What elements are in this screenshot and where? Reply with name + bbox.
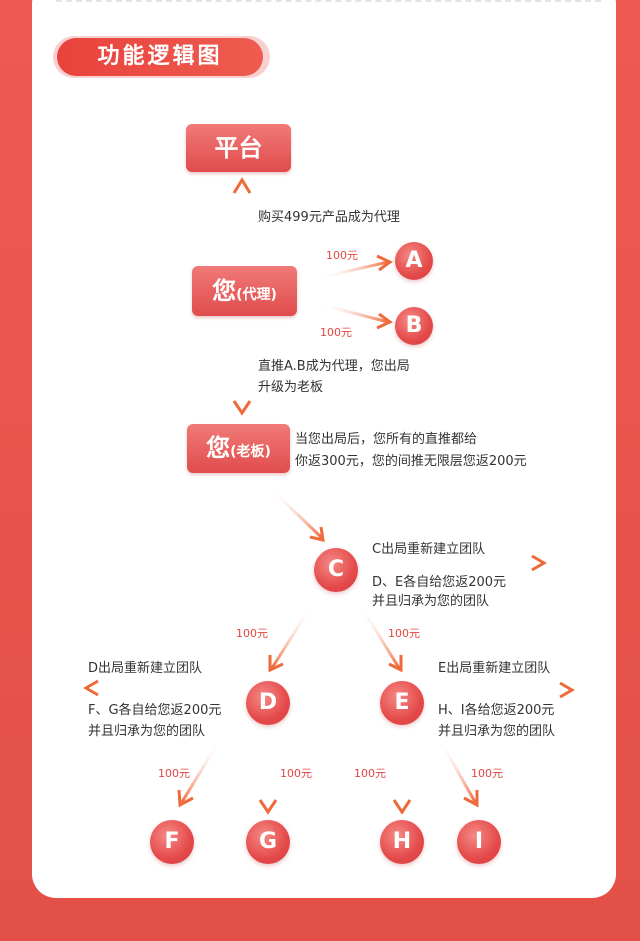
platform-label: 平台 bbox=[214, 134, 263, 162]
node-a: A bbox=[395, 242, 433, 280]
d-gift-text-2: 并且归承为您的团队 bbox=[88, 724, 206, 739]
e-gift-text-1: H、I各给您返200元 bbox=[438, 703, 555, 718]
agent-tag: (代理) bbox=[236, 287, 277, 303]
amount-to-b: 100元 bbox=[320, 326, 352, 339]
node-e: E bbox=[380, 681, 424, 725]
boss-label: 您 bbox=[206, 434, 231, 462]
arrow-agent-to-platform bbox=[232, 177, 252, 258]
promote-text-1: 直推A.B成为代理，您出局 bbox=[258, 359, 410, 374]
dashed-divider bbox=[56, 0, 601, 2]
amount-to-a: 100元 bbox=[326, 249, 358, 262]
amount-to-g: 100元 bbox=[280, 767, 312, 780]
node-a-label: A bbox=[405, 248, 423, 273]
node-h: H bbox=[380, 820, 424, 864]
arrow-boss-to-c bbox=[268, 486, 325, 542]
arrow-agent-to-a bbox=[317, 254, 393, 280]
node-h-label: H bbox=[392, 829, 412, 854]
boss-text-2: 你返300元，您的间推无限层您返200元 bbox=[295, 454, 527, 469]
node-f: F bbox=[150, 820, 194, 864]
content-card bbox=[32, 0, 616, 898]
amount-to-i: 100元 bbox=[471, 767, 503, 780]
arrow-e-to-h bbox=[392, 730, 412, 815]
arrow-d-to-f bbox=[177, 739, 222, 808]
arrow-c-to-e bbox=[358, 604, 403, 673]
d-gift-text-1: F、G各自给您返200元 bbox=[88, 703, 222, 718]
node-c-label: C bbox=[327, 557, 345, 582]
amount-to-f: 100元 bbox=[158, 767, 190, 780]
e-out-text: E出局重新建立团队 bbox=[438, 661, 551, 676]
node-g: G bbox=[246, 820, 290, 864]
boss-box: 您(老板) bbox=[187, 424, 290, 473]
arrow-c-out bbox=[372, 554, 547, 572]
node-e-label: E bbox=[394, 690, 410, 715]
promote-text-2: 升级为老板 bbox=[258, 380, 324, 395]
c-out-text: C出局重新建立团队 bbox=[372, 542, 486, 557]
node-i: I bbox=[457, 820, 501, 864]
agent-box: 您(代理) bbox=[192, 266, 297, 316]
node-d-label: D bbox=[258, 690, 278, 715]
arrow-e-to-i bbox=[438, 739, 479, 808]
agent-label: 您 bbox=[212, 277, 237, 305]
boss-tag: (老板) bbox=[230, 444, 271, 460]
arrow-c-to-d bbox=[268, 604, 314, 673]
node-c: C bbox=[314, 548, 358, 592]
arrow-d-to-g bbox=[258, 730, 278, 815]
node-d: D bbox=[246, 681, 290, 725]
amount-to-h: 100元 bbox=[354, 767, 386, 780]
node-f-label: F bbox=[164, 829, 180, 854]
boss-text-1: 当您出局后，您所有的直推都给 bbox=[295, 432, 478, 447]
e-gift-text-2: 并且归承为您的团队 bbox=[438, 724, 556, 739]
arrow-d-out bbox=[83, 679, 240, 697]
node-b: B bbox=[395, 307, 433, 345]
d-out-text: D出局重新建立团队 bbox=[88, 661, 203, 676]
amount-to-e: 100元 bbox=[388, 627, 420, 640]
node-b-label: B bbox=[405, 313, 423, 338]
amount-to-d: 100元 bbox=[236, 627, 268, 640]
node-i-label: I bbox=[474, 829, 484, 854]
arrow-agent-to-b bbox=[317, 302, 393, 330]
section-title: 功能逻辑图 bbox=[57, 38, 263, 76]
buy-text: 购买499元产品成为代理 bbox=[258, 210, 400, 225]
node-g-label: G bbox=[258, 829, 278, 854]
c-gift-text-2: 并且归承为您的团队 bbox=[372, 594, 490, 609]
c-gift-text-1: D、E各自给您返200元 bbox=[372, 575, 507, 590]
arrow-agent-to-boss bbox=[232, 330, 252, 416]
arrow-e-out bbox=[440, 681, 575, 699]
platform-box: 平台 bbox=[186, 124, 291, 172]
